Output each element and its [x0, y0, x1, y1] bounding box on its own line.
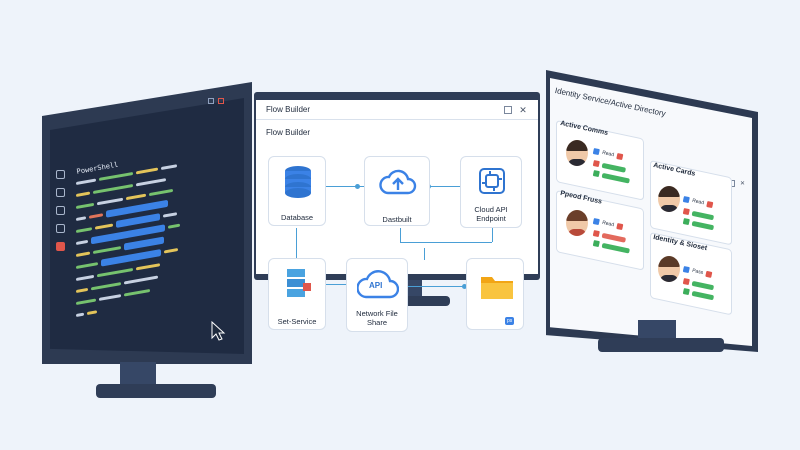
flow-connector — [400, 242, 492, 243]
flow-connector — [326, 186, 366, 187]
right-monitor-base — [598, 338, 724, 352]
terminal-icon[interactable] — [56, 224, 65, 233]
avatar — [658, 186, 680, 212]
connector-dot — [462, 284, 467, 289]
cloud-api-icon — [357, 270, 399, 299]
menu-icon[interactable] — [56, 170, 65, 179]
avatar — [658, 256, 680, 282]
cloud-upload-icon — [379, 169, 417, 195]
node-folder[interactable]: ps — [466, 258, 524, 330]
flow-connector — [400, 228, 401, 242]
node-database[interactable]: Database — [268, 156, 326, 226]
close-icon[interactable]: ✕ — [519, 105, 527, 115]
node-label: Cloud API Endpoint — [474, 205, 508, 223]
code-editor-screen — [50, 98, 244, 354]
flow-connector — [492, 228, 493, 242]
flow-connector — [406, 286, 466, 287]
window-titlebar[interactable]: Flow Builder — [256, 100, 538, 120]
right-monitor-stand — [638, 320, 676, 340]
window-icon[interactable] — [208, 98, 214, 104]
flow-connector — [424, 248, 425, 260]
node-label: Network File Share — [356, 309, 398, 327]
folder-icon[interactable] — [56, 206, 65, 215]
editor-window-controls — [208, 98, 224, 104]
flow-connector — [326, 284, 348, 285]
connector-dot — [355, 184, 360, 189]
restore-icon[interactable] — [504, 106, 512, 114]
extensions-icon[interactable] — [56, 242, 65, 251]
mouse-cursor-icon — [211, 320, 226, 341]
close-icon[interactable]: ✕ — [739, 181, 746, 187]
avatar — [566, 210, 588, 236]
left-monitor-stand — [120, 362, 156, 386]
page-title: Flow Builder — [266, 128, 311, 137]
home-icon[interactable] — [56, 188, 65, 197]
endpoint-icon — [479, 168, 505, 194]
node-cloud-api-endpoint[interactable]: Cloud API Endpoint — [460, 156, 522, 228]
api-badge: API — [369, 281, 383, 290]
flow-connector — [430, 186, 460, 187]
close-icon[interactable] — [218, 98, 224, 104]
flow-connector — [296, 228, 297, 260]
code-area[interactable] — [76, 152, 236, 324]
folder-icon — [481, 277, 513, 299]
script-badge: ps — [505, 317, 515, 325]
node-network-file-share[interactable]: API Network File Share — [346, 258, 408, 332]
node-label: Dastbuilt — [382, 215, 412, 224]
node-dastbuilt[interactable]: Dastbuilt — [364, 156, 430, 226]
editor-activity-bar — [50, 170, 70, 350]
server-icon — [287, 269, 311, 297]
database-icon — [285, 166, 311, 198]
node-label: Set-Service — [277, 317, 317, 326]
node-set-service[interactable]: Set-Service — [268, 258, 326, 330]
avatar — [566, 140, 588, 166]
window-title: Flow Builder — [266, 105, 311, 114]
left-monitor-base — [96, 384, 216, 398]
node-label: Database — [280, 213, 314, 222]
